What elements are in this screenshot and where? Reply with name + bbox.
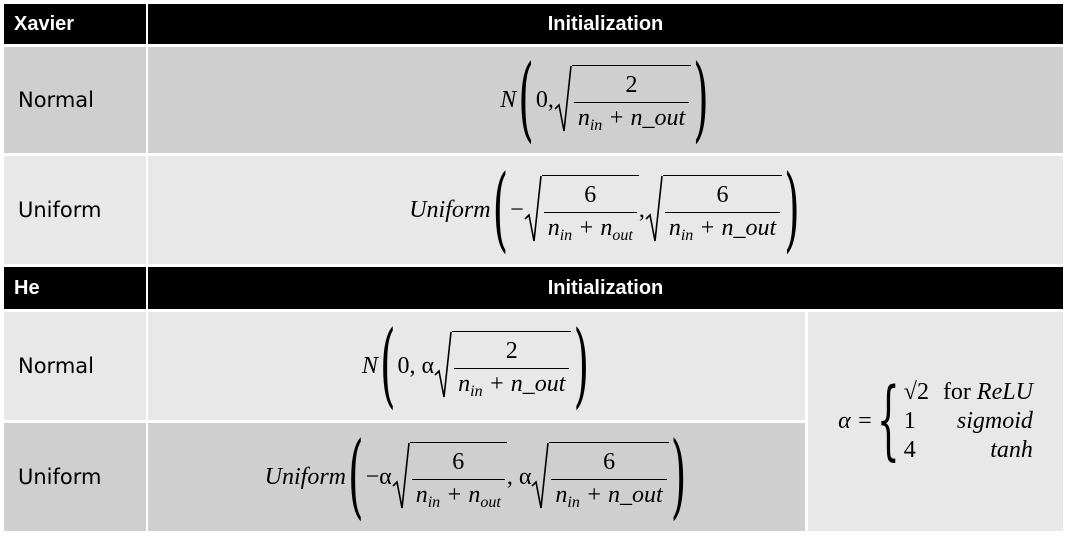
left-brace: { — [876, 372, 900, 471]
he-uniform-label: Uniform — [18, 465, 102, 489]
denominator-1: nin + nout — [411, 478, 505, 511]
uniform-fn: Uniform — [409, 196, 491, 223]
he-uniform-label-cell: Uniform — [4, 423, 146, 531]
he-normal-formula: N ( 0, α 2 nin + n_out ) — [361, 320, 591, 412]
case-value-tanh: 4 — [903, 437, 916, 463]
sqrt-2: 6 nin + n_out — [645, 175, 783, 245]
sqrt: 2 nin + n_out — [554, 65, 692, 135]
alpha-cases: √2 for ReLU 1 sigmoid 4 tanh — [904, 379, 1033, 464]
den-sub: in — [589, 116, 603, 134]
den-sub-out: out — [612, 226, 633, 244]
fraction: 2 nin + n_out — [454, 336, 570, 400]
comma: , — [638, 196, 645, 223]
den-sub: in — [470, 382, 483, 400]
den-rest: + n_out — [693, 214, 777, 241]
den-rest: + n_out — [482, 370, 566, 397]
normal-fn: N — [500, 86, 517, 113]
fraction-1: 6 nin + nout — [411, 447, 505, 511]
minus-alpha: −α — [365, 463, 392, 490]
den-n: n — [668, 214, 681, 241]
he-title: He — [14, 276, 40, 299]
den-rest: + n_out — [579, 481, 663, 508]
denominator-1: nin + nout — [543, 211, 637, 244]
alpha-definition: α = { √2 for ReLU 1 sigmoid 4 tanh — [838, 372, 1033, 470]
xavier-uniform-formula-cell: Uniform ( − 6 nin + nout , 6 nin + n_out… — [148, 156, 1063, 264]
he-header-initialization: Initialization — [148, 267, 1063, 309]
xavier-header-label: Xavier — [4, 4, 146, 44]
den-rest: + n_out — [602, 104, 686, 131]
sqrt-1: 6 nin + nout — [524, 175, 639, 245]
den-n: n — [555, 481, 568, 508]
he-normal-formula-cell: N ( 0, α 2 nin + n_out ) — [148, 312, 805, 420]
xavier-uniform-label-cell: Uniform — [4, 156, 146, 264]
numerator-1: 6 — [452, 448, 465, 475]
den-sub: in — [680, 226, 694, 244]
den-sub: in — [567, 493, 580, 511]
zero-alpha-term: 0, α — [397, 352, 435, 379]
left-paren: ( — [518, 47, 534, 153]
xavier-initialization-title: Initialization — [547, 12, 664, 35]
he-normal-label: Normal — [18, 354, 94, 378]
numerator-1: 6 — [584, 181, 597, 208]
minus-sign: − — [510, 196, 524, 223]
numerator: 2 — [625, 71, 638, 98]
case-condition-tanh: tanh — [990, 437, 1033, 463]
sqrt-1: 6 nin + nout — [392, 442, 507, 512]
sqrt: 2 nin + n_out — [434, 331, 572, 401]
xavier-uniform-label: Uniform — [18, 198, 102, 222]
right-paren: ) — [573, 313, 590, 419]
xavier-title: Xavier — [14, 12, 75, 35]
den-plus-n: + n — [440, 481, 481, 508]
he-normal-label-cell: Normal — [4, 312, 146, 420]
denominator: nin + n_out — [454, 367, 570, 400]
xavier-normal-formula: N ( 0, 2 nin + n_out ) — [500, 54, 711, 146]
he-header-label: He — [4, 267, 146, 309]
den-n: n — [577, 104, 590, 131]
right-paren: ) — [784, 157, 800, 263]
sqrt-2: 6 nin + n_out — [531, 442, 669, 512]
case-value-sigmoid: 1 — [903, 408, 916, 434]
alpha-lhs: α = — [838, 408, 873, 434]
left-paren: ( — [348, 424, 364, 530]
den-sub-in: in — [559, 226, 573, 244]
case-condition-relu: for ReLU — [943, 379, 1033, 406]
normal-fn: N — [361, 352, 378, 379]
he-uniform-formula-cell: Uniform ( −α 6 nin + nout , α 6 nin + n_… — [148, 423, 805, 531]
zero-term: 0, — [535, 86, 554, 113]
den-sub-out: out — [480, 493, 501, 511]
denominator: nin + n_out — [573, 101, 690, 134]
relu-label: ReLU — [976, 379, 1033, 405]
he-initialization-title: Initialization — [547, 276, 664, 299]
numerator-2: 6 — [716, 181, 729, 208]
right-paren: ) — [693, 47, 709, 153]
right-paren: ) — [670, 424, 687, 530]
he-uniform-formula: Uniform ( −α 6 nin + nout , α 6 nin + n_… — [264, 431, 689, 523]
fraction-2: 6 nin + n_out — [664, 180, 781, 244]
fraction: 2 nin + n_out — [573, 70, 690, 134]
uniform-fn: Uniform — [264, 463, 346, 490]
xavier-normal-formula-cell: N ( 0, 2 nin + n_out ) — [148, 47, 1063, 153]
comma-alpha: , α — [506, 463, 532, 490]
den-plus-n: + n — [572, 214, 613, 241]
denominator-2: nin + n_out — [664, 211, 781, 244]
xavier-uniform-formula: Uniform ( − 6 nin + nout , 6 nin + n_out… — [409, 164, 802, 256]
alpha-definition-cell: α = { √2 for ReLU 1 sigmoid 4 tanh — [808, 312, 1063, 531]
den-n: n — [415, 481, 428, 508]
xavier-normal-label: Normal — [18, 88, 94, 112]
denominator-2: nin + n_out — [551, 478, 667, 511]
left-paren: ( — [492, 157, 509, 263]
xavier-header-initialization: Initialization — [148, 4, 1063, 44]
numerator: 2 — [505, 337, 518, 364]
fraction-1: 6 nin + nout — [543, 180, 637, 244]
fraction-2: 6 nin + n_out — [551, 447, 667, 511]
den-n: n — [458, 370, 471, 397]
den-sub-in: in — [427, 493, 441, 511]
left-paren: ( — [379, 313, 396, 419]
numerator-2: 6 — [603, 448, 616, 475]
case-value-relu: √2 — [903, 379, 929, 405]
case-condition-sigmoid: sigmoid — [956, 408, 1033, 434]
xavier-normal-label-cell: Normal — [4, 47, 146, 153]
case-for-text: for — [942, 379, 977, 405]
den-n: n — [547, 214, 560, 241]
